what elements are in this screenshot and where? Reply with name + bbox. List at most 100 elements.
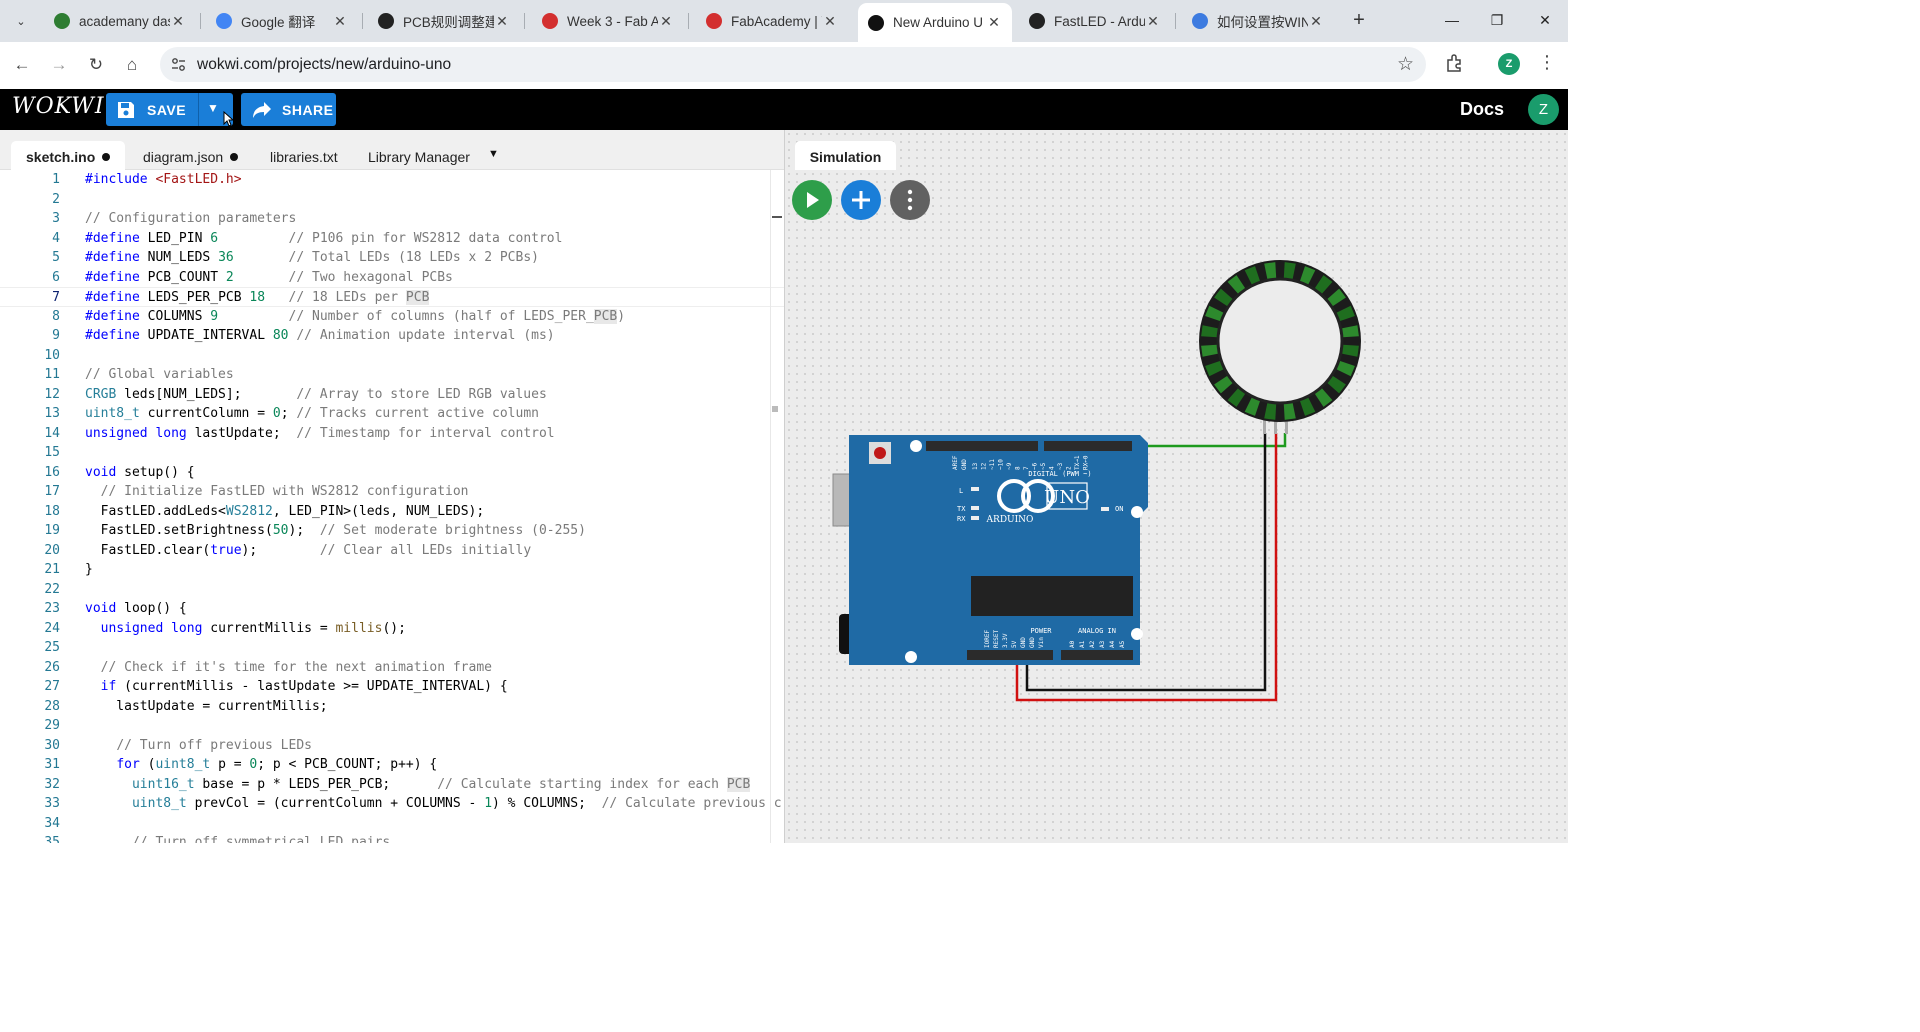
scrollbar-thumb[interactable] [772, 406, 778, 412]
code-text[interactable]: FastLED.addLeds<WS2812, LED_PIN>(leds, N… [85, 503, 485, 519]
code-text[interactable]: uint8_t currentColumn = 0; // Tracks cur… [85, 406, 539, 421]
browser-tab[interactable]: PCB规则调整建✕ [368, 6, 520, 36]
ring-led[interactable] [1283, 262, 1296, 280]
close-tab-icon[interactable]: ✕ [1310, 12, 1322, 29]
code-line[interactable]: 22 [0, 580, 784, 600]
tab-search-icon[interactable]: ⌄ [16, 15, 26, 28]
code-text[interactable]: if (currentMillis - lastUpdate >= UPDATE… [100, 679, 508, 694]
url-text[interactable]: wokwi.com/projects/new/arduino-uno [197, 56, 452, 73]
signal-wire[interactable] [1135, 433, 1287, 448]
profile-avatar[interactable]: Z [1498, 53, 1520, 75]
minimize-icon[interactable]: — [1445, 12, 1459, 28]
close-tab-icon[interactable]: ✕ [1147, 12, 1159, 29]
bookmark-star-icon[interactable]: ☆ [1396, 54, 1414, 75]
ring-led[interactable] [1201, 325, 1219, 338]
wokwi-logo[interactable]: WOKWI [12, 94, 105, 119]
simulation-menu-button[interactable] [890, 180, 930, 220]
ring-led[interactable] [1327, 288, 1346, 307]
tab-diagram-json[interactable]: diagram.json [143, 141, 239, 170]
restore-icon[interactable]: ❐ [1490, 12, 1504, 28]
ring-led[interactable] [1299, 266, 1316, 285]
tab-sketch-ino[interactable]: sketch.ino [11, 141, 125, 170]
ring-led[interactable] [1214, 288, 1233, 307]
code-text[interactable]: #define LEDS_PER_PCB 18 // 18 LEDs per P… [85, 290, 430, 305]
code-line[interactable]: 32 uint16_t base = p * LEDS_PER_PCB; // … [0, 775, 784, 795]
code-line[interactable]: 1#include <FastLED.h> [0, 170, 784, 190]
code-text[interactable]: FastLED.clear(true); // Clear all LEDs i… [85, 542, 532, 558]
code-text[interactable]: #define UPDATE_INTERVAL 80 // Animation … [85, 328, 555, 343]
ring-led[interactable] [1244, 266, 1261, 285]
back-icon[interactable]: ← [13, 55, 31, 74]
code-text[interactable]: #include <FastLED.h> [85, 172, 242, 187]
browser-tab[interactable]: academany das✕ [44, 6, 196, 36]
address-bar[interactable]: wokwi.com/projects/new/arduino-uno ☆ [160, 47, 1426, 82]
code-text[interactable]: #define NUM_LEDS 36 // Total LEDs (18 LE… [85, 250, 539, 265]
code-text[interactable]: void setup() { [85, 464, 195, 480]
ring-led[interactable] [1327, 375, 1346, 394]
code-text[interactable]: void loop() { [85, 601, 187, 616]
browser-tab[interactable]: Google 翻译✕ [206, 6, 358, 36]
more-tabs-chevron-icon[interactable]: ▼ [488, 148, 499, 160]
close-tab-icon[interactable]: ✕ [660, 12, 672, 29]
code-line[interactable]: 25 [0, 638, 784, 658]
reset-button[interactable] [874, 447, 886, 459]
code-text[interactable]: lastUpdate = currentMillis; [85, 698, 328, 714]
close-window-icon[interactable]: ✕ [1539, 12, 1551, 28]
ring-led[interactable] [1201, 344, 1219, 357]
reload-icon[interactable]: ↻ [88, 55, 104, 74]
code-line[interactable]: 9#define UPDATE_INTERVAL 80 // Animation… [0, 326, 784, 346]
close-tab-icon[interactable]: ✕ [824, 12, 836, 29]
ring-led[interactable] [1264, 262, 1277, 280]
code-line[interactable]: 6#define PCB_COUNT 2 // Two hexagonal PC… [0, 268, 784, 288]
save-button[interactable]: SAVE ▼ [106, 93, 233, 126]
start-simulation-button[interactable] [792, 180, 832, 220]
code-text[interactable]: #define LED_PIN 6 // P106 pin for WS2812… [85, 230, 563, 246]
code-line[interactable]: 27 if (currentMillis - lastUpdate >= UPD… [0, 677, 784, 697]
arduino-uno-board[interactable]: UNO ARDUINO DIGITAL (PWM ~) POWER ANALOG… [832, 435, 1148, 665]
code-line[interactable]: 19 FastLED.setBrightness(50); // Set mod… [0, 521, 784, 541]
ring-led[interactable] [1299, 397, 1316, 416]
code-line[interactable]: 34 [0, 814, 784, 834]
code-line[interactable]: 4#define LED_PIN 6 // P106 pin for WS281… [0, 229, 784, 249]
code-line[interactable]: 24 unsigned long currentMillis = millis(… [0, 619, 784, 639]
close-tab-icon[interactable]: ✕ [496, 12, 508, 29]
ring-led[interactable] [1314, 275, 1333, 294]
add-part-button[interactable] [841, 180, 881, 220]
code-line[interactable]: 20 FastLED.clear(true); // Clear all LED… [0, 541, 784, 561]
code-line[interactable]: 33 uint8_t prevCol = (currentColumn + CO… [0, 794, 784, 814]
ring-led[interactable] [1214, 375, 1233, 394]
editor-scrollbar[interactable] [770, 170, 784, 843]
code-text[interactable]: uint8_t prevCol = (currentColumn + COLUM… [131, 796, 782, 811]
code-text[interactable]: // Turn off previous LEDs [116, 737, 312, 753]
code-line[interactable]: 3// Configuration parameters [0, 209, 784, 229]
simulation-canvas[interactable]: UNO ARDUINO DIGITAL (PWM ~) POWER ANALOG… [785, 130, 1568, 843]
code-text[interactable]: unsigned long lastUpdate; // Timestamp f… [85, 425, 555, 441]
code-text[interactable]: // Global variables [85, 367, 234, 382]
code-line[interactable]: 2 [0, 190, 784, 210]
close-tab-icon[interactable]: ✕ [172, 12, 184, 29]
code-text[interactable]: #define PCB_COUNT 2 // Two hexagonal PCB… [85, 269, 453, 285]
ring-led[interactable] [1227, 388, 1246, 407]
user-avatar[interactable]: Z [1528, 94, 1559, 125]
code-line[interactable]: 5#define NUM_LEDS 36 // Total LEDs (18 L… [0, 248, 784, 268]
code-line[interactable]: 30 // Turn off previous LEDs [0, 736, 784, 756]
code-text[interactable]: // Turn off symmetrical LED pairs [131, 835, 391, 843]
tab-libraries-txt[interactable]: libraries.txt [270, 141, 338, 170]
docs-link[interactable]: Docs [1460, 99, 1505, 119]
ring-led[interactable] [1205, 305, 1224, 322]
browser-tab[interactable]: FastLED - Ardui✕ [1019, 6, 1171, 36]
browser-tab[interactable]: 如何设置按WIN✕ [1182, 6, 1334, 36]
ground-wire[interactable] [1025, 433, 1267, 692]
code-text[interactable]: // Configuration parameters [85, 211, 297, 226]
code-line[interactable]: 26 // Check if it's time for the next an… [0, 658, 784, 678]
code-line[interactable]: 29 [0, 716, 784, 736]
code-line[interactable]: 17 // Initialize FastLED with WS2812 con… [0, 482, 784, 502]
code-text[interactable]: CRGB leds[NUM_LEDS]; // Array to store L… [85, 386, 547, 402]
home-icon[interactable]: ⌂ [126, 55, 138, 74]
code-line[interactable]: 15 [0, 443, 784, 463]
